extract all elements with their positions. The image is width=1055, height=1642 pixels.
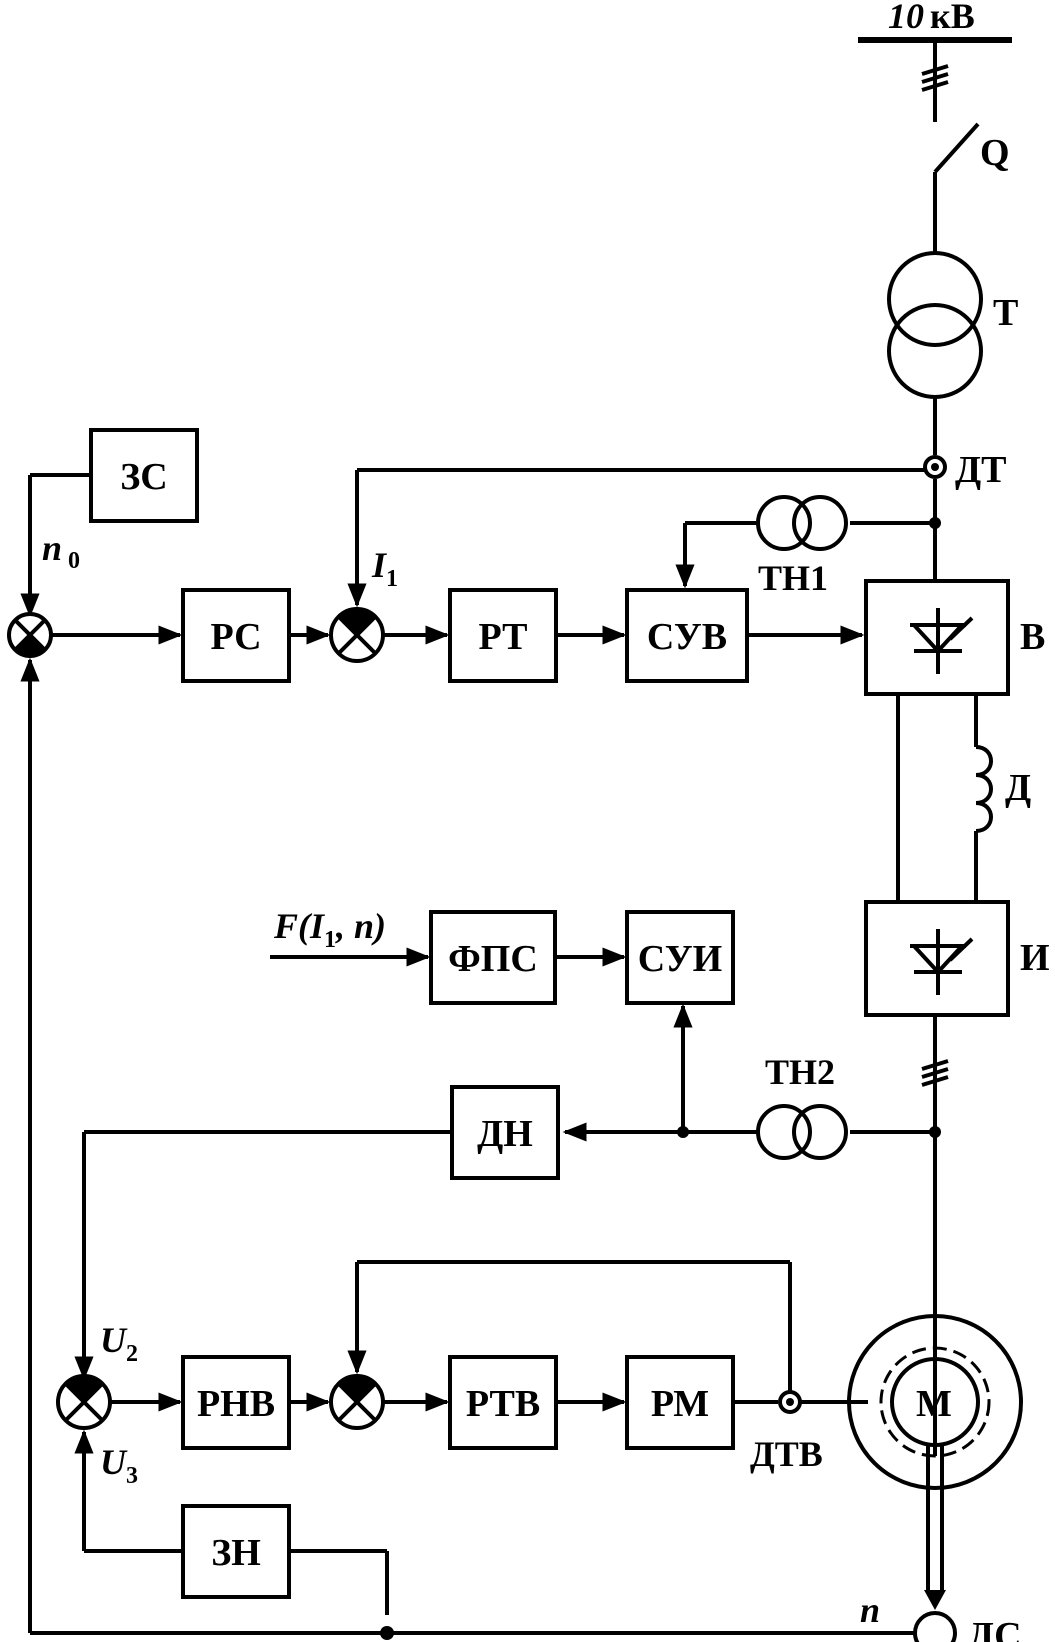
signal-f: F(I1, n) <box>273 906 386 953</box>
block-fps-label: ФПС <box>448 938 538 980</box>
three-phase-tick-top <box>921 64 949 92</box>
switch-q <box>933 122 980 174</box>
summing-junction-speed <box>7 612 53 658</box>
label-i: И <box>1020 937 1050 979</box>
block-zn-label: ЗН <box>211 1532 261 1574</box>
summing-junction-current <box>329 607 385 663</box>
block-rs-label: РС <box>210 616 261 658</box>
tn1-coil-b <box>792 495 848 551</box>
block-rt <box>448 588 558 683</box>
label-ds: ДС <box>968 1615 1022 1642</box>
speed-sensor-ds <box>913 1611 957 1642</box>
block-rm-label: РМ <box>651 1383 709 1425</box>
junction-dot <box>380 1626 394 1640</box>
signal-u2: U2 <box>100 1320 138 1367</box>
block-dn <box>450 1085 560 1180</box>
speed-current-loop <box>7 428 935 683</box>
label-tn2: ТН2 <box>765 1052 835 1092</box>
label-m: М <box>916 1383 952 1425</box>
three-phase-tick-bottom <box>921 1059 949 1087</box>
thyristor-symbol <box>910 929 974 995</box>
block-zs <box>89 428 199 523</box>
block-rtv-label: РТВ <box>466 1383 540 1425</box>
summing-junction-voltage <box>56 1374 112 1430</box>
motor-air-gap <box>879 1346 991 1458</box>
block-suv-label: СУВ <box>647 616 727 658</box>
motor-rotor <box>890 1357 980 1447</box>
summing-junction-excitation <box>329 1374 385 1430</box>
reactor-coil <box>975 745 993 833</box>
label-t: Т <box>993 292 1018 334</box>
thyristor-symbol <box>910 608 974 674</box>
block-sui <box>625 910 735 1005</box>
inverter-control <box>74 910 935 1381</box>
speed-feedback <box>20 657 915 1640</box>
block-rnv <box>181 1355 291 1450</box>
label-q: Q <box>980 132 1010 174</box>
transformer-secondary <box>887 303 983 399</box>
label-d: Д <box>1005 767 1031 809</box>
block-rt-label: РТ <box>478 616 527 658</box>
block-fps <box>429 910 557 1005</box>
label-v: В <box>1020 616 1045 658</box>
tn2-coil-b <box>792 1104 848 1160</box>
block-zs-label: ЗС <box>120 456 168 498</box>
current-sensor-dt <box>923 455 947 479</box>
label-dtv: ДТВ <box>750 1434 823 1474</box>
block-rnv-label: РНВ <box>197 1383 275 1425</box>
block-rs <box>181 588 291 683</box>
signal-u3: U3 <box>100 1442 138 1489</box>
label-tn1: ТН1 <box>758 558 828 598</box>
transformer-primary <box>887 251 983 347</box>
block-sui-label: СУИ <box>638 938 722 980</box>
block-suv <box>625 588 749 683</box>
excitation-loop <box>56 1260 868 1615</box>
signal-i1: I1 <box>371 545 398 592</box>
signal-n: n <box>860 1590 880 1630</box>
label-dt: ДТ <box>955 449 1007 491</box>
block-dn-label: ДН <box>477 1113 533 1155</box>
